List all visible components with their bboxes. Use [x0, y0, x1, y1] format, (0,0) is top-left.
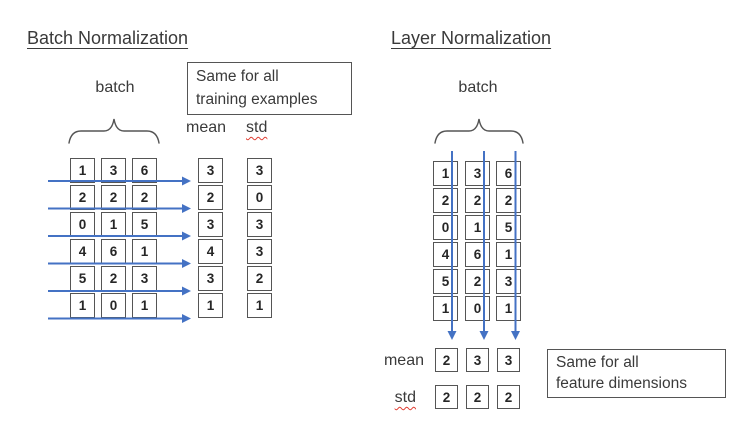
callout-text: training examples	[196, 91, 318, 108]
grid-cell: 4	[433, 242, 458, 267]
grid-cell: 1	[132, 239, 157, 264]
grid-cell: 2	[465, 269, 490, 294]
mean-cell: 1	[198, 293, 223, 318]
grid-cell: 5	[433, 269, 458, 294]
batch-grid-col-2: 3 2 1 6 2 0	[101, 158, 126, 318]
layer-grid-col-2: 3 2 1 6 2 0	[465, 161, 490, 321]
batch-brace-left-icon	[68, 118, 160, 144]
batch-grid-col-1: 1 2 0 4 5 1	[70, 158, 95, 318]
mean-cell: 2	[435, 348, 458, 372]
layer-norm-title: Layer Normalization	[391, 28, 552, 48]
grid-cell: 1	[496, 296, 521, 321]
grid-cell: 2	[101, 185, 126, 210]
batch-label-left: batch	[95, 79, 135, 96]
grid-cell: 5	[496, 215, 521, 240]
callout-text: feature dimensions	[556, 375, 687, 392]
std-label-right: std	[394, 389, 416, 406]
grid-cell: 1	[70, 293, 95, 318]
mean-cell: 4	[198, 239, 223, 264]
grid-cell: 2	[433, 188, 458, 213]
grid-cell: 1	[70, 158, 95, 183]
mean-label-right: mean	[383, 352, 424, 369]
grid-cell: 3	[465, 161, 490, 186]
std-label-left: std	[246, 119, 268, 136]
grid-cell: 5	[70, 266, 95, 291]
std-column-left: 3 0 3 3 2 1	[247, 158, 272, 318]
grid-cell: 1	[433, 296, 458, 321]
grid-cell: 2	[132, 185, 157, 210]
layer-grid-col-1: 1 2 0 4 5 1	[433, 161, 458, 321]
grid-cell: 2	[70, 185, 95, 210]
grid-cell: 1	[132, 293, 157, 318]
grid-cell: 6	[465, 242, 490, 267]
mean-column-left: 3 2 3 4 3 1	[198, 158, 223, 318]
mean-cell: 3	[497, 348, 520, 372]
callout-text: Same for all	[556, 354, 639, 371]
std-cell: 2	[466, 385, 489, 409]
feature-dimensions-callout: Same for all feature dimensions	[547, 349, 726, 398]
mean-cell: 3	[198, 212, 223, 237]
grid-cell: 3	[101, 158, 126, 183]
std-cell: 2	[497, 385, 520, 409]
grid-cell: 1	[101, 212, 126, 237]
mean-cell: 2	[198, 185, 223, 210]
grid-cell: 4	[70, 239, 95, 264]
batch-label-right: batch	[458, 79, 498, 96]
std-row-right: 2 2 2	[435, 385, 520, 409]
training-examples-callout: Same for all training examples	[187, 62, 352, 115]
grid-cell: 2	[496, 188, 521, 213]
batch-brace-right-icon	[434, 118, 524, 144]
std-cell: 2	[435, 385, 458, 409]
std-cell: 3	[247, 212, 272, 237]
grid-cell: 0	[70, 212, 95, 237]
batch-grid-col-3: 6 2 5 1 3 1	[132, 158, 157, 318]
grid-cell: 6	[101, 239, 126, 264]
grid-cell: 3	[496, 269, 521, 294]
batch-norm-title: Batch Normalization	[27, 28, 189, 48]
grid-cell: 0	[465, 296, 490, 321]
grid-cell: 6	[132, 158, 157, 183]
layer-grid-col-3: 6 2 5 1 3 1	[496, 161, 521, 321]
mean-cell: 3	[198, 266, 223, 291]
std-cell: 3	[247, 239, 272, 264]
grid-cell: 2	[465, 188, 490, 213]
callout-text: Same for all	[196, 68, 279, 85]
std-cell: 1	[247, 293, 272, 318]
grid-cell: 0	[101, 293, 126, 318]
grid-cell: 3	[132, 266, 157, 291]
grid-cell: 5	[132, 212, 157, 237]
grid-cell: 0	[433, 215, 458, 240]
std-cell: 2	[247, 266, 272, 291]
mean-row-right: 2 3 3	[435, 348, 520, 372]
mean-label-left: mean	[186, 119, 227, 136]
std-cell: 3	[247, 158, 272, 183]
std-cell: 0	[247, 185, 272, 210]
mean-cell: 3	[466, 348, 489, 372]
grid-cell: 1	[465, 215, 490, 240]
grid-cell: 1	[433, 161, 458, 186]
mean-cell: 3	[198, 158, 223, 183]
grid-cell: 6	[496, 161, 521, 186]
grid-cell: 2	[101, 266, 126, 291]
grid-cell: 1	[496, 242, 521, 267]
